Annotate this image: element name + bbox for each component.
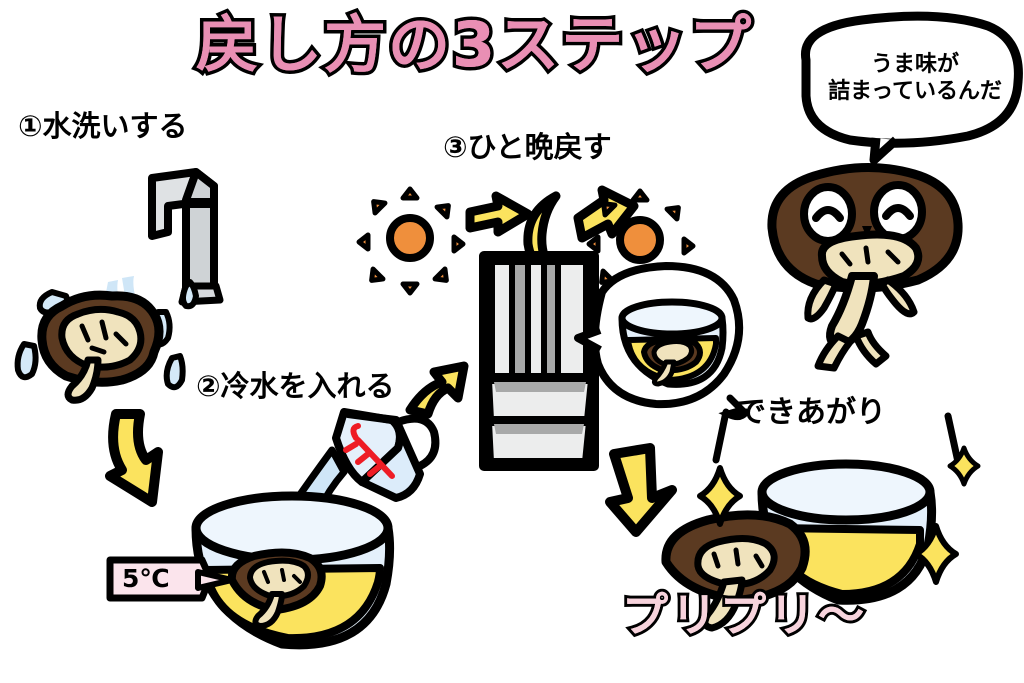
arrow-down-icon: [105, 409, 163, 507]
sun-icon: [359, 189, 463, 293]
done-slash-marks: [712, 408, 962, 466]
faucet-icon: [148, 168, 224, 306]
arrow-down-icon: [605, 443, 677, 537]
sun-icon: [589, 191, 693, 295]
speech-bubble: [800, 11, 1023, 165]
shiitake-mascot: [767, 162, 963, 372]
sparkle-icon: [947, 445, 981, 487]
step-1-label: ①水洗いする: [18, 109, 188, 143]
temperature-label: 5℃: [122, 564, 170, 593]
page-title: 戻し方の3ステップ: [196, 8, 754, 81]
shiitake-icon: [37, 290, 164, 404]
texture-label: プリプリ〜: [622, 588, 867, 642]
temperature-callout: [106, 556, 235, 602]
bowl-icon: [191, 491, 395, 650]
zoom-bubble-icon: [574, 262, 750, 421]
sparkle-icon: [697, 465, 743, 527]
arrow-right-icon: [465, 191, 533, 237]
texture-label-stroke: プリプリ〜: [619, 588, 867, 642]
shiitake-icon: [661, 510, 810, 632]
speech-bubble-text: うま味が 詰まっているんだ: [827, 52, 1003, 104]
step-3-label: ③ひと晩戻す: [443, 130, 612, 164]
done-label: できあがり: [736, 395, 886, 430]
refrigerator-icon: [479, 251, 599, 471]
step-2-label: ②冷水を入れる: [196, 369, 395, 403]
arrow-up-right-icon: [405, 361, 469, 419]
page-title-stroke: 戻し方の3ステップ: [192, 8, 754, 81]
sparkle-icon: [913, 523, 959, 585]
